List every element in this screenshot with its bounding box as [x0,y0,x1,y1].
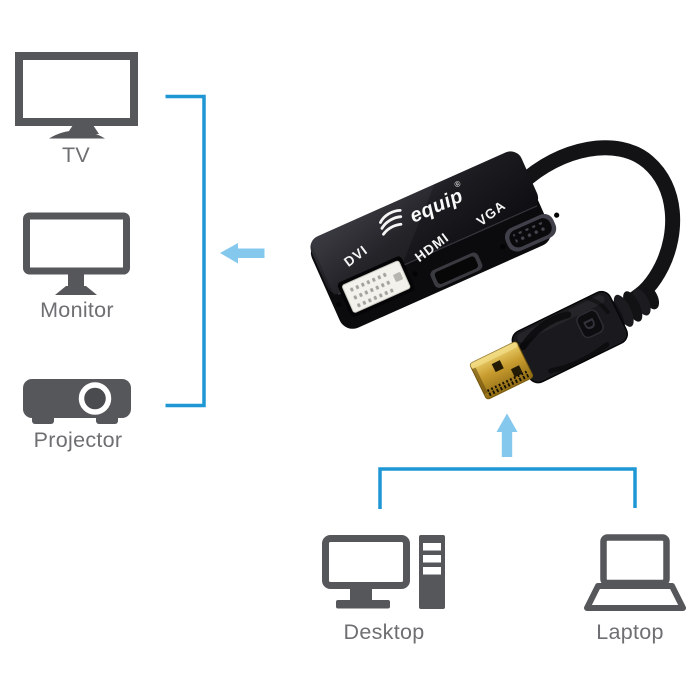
bracket-left-line [165,94,206,408]
dp-cable [513,140,681,309]
hdmi-port [430,252,483,288]
dp-plug-tip [469,341,534,400]
screw-hole [554,212,560,218]
dvi-port [337,256,415,318]
label-desktop: Desktop [343,620,425,644]
screw-hole [500,244,506,250]
screw-hole [412,271,418,277]
label-laptop: Laptop [596,620,664,644]
registered-mark: ® [453,179,462,190]
arrow-up-icon [496,413,518,457]
projector-icon [23,379,131,424]
dp-connector: D [469,286,660,400]
arrow-left-icon [220,243,265,264]
label-tv: TV [61,143,91,167]
screw-hole [336,301,342,308]
label-monitor: Monitor [40,298,114,322]
bracket-bottom-line [378,467,637,509]
vga-port [504,213,557,252]
dp-logo: D [576,309,604,339]
equip-logo-icon [379,208,403,236]
monitor-icon [23,212,130,295]
adapter-device: equip ® DVI HDMI VGA [309,151,560,329]
tv-icon [15,52,138,139]
label-projector: Projector [33,428,123,452]
laptop-icon [584,534,686,611]
desktop-computer-icon [322,535,445,609]
